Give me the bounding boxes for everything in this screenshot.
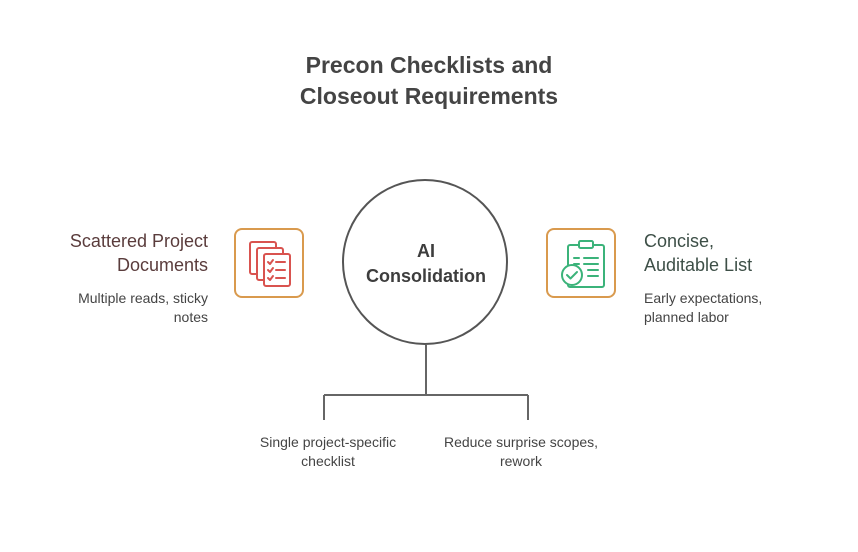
left-desc-line-1: Multiple reads, sticky (78, 290, 208, 306)
title-line-2: Closeout Requirements (299, 83, 559, 109)
outcome-2-line-2: rework (499, 453, 542, 469)
outcome-label-1: Single project-specific checklist (233, 433, 423, 471)
diagram-title: Precon Checklists and Closeout Requireme… (229, 50, 629, 112)
outcome-label-2: Reduce surprise scopes, rework (426, 433, 616, 471)
left-title-line-2: Documents (116, 255, 208, 275)
documents-checklist-icon (249, 241, 291, 287)
outcome-1-line-2: checklist (301, 453, 355, 469)
title-line-1: Precon Checklists and (305, 52, 553, 78)
center-label-line-2: Consolidation (366, 266, 486, 286)
right-desc-line-1: Early expectations, (644, 290, 763, 306)
right-description: Early expectations, planned labor (644, 289, 762, 327)
left-title-line-1: Scattered Project (69, 231, 208, 251)
left-title: Scattered Project Documents (70, 229, 208, 277)
left-icon-box (234, 228, 304, 298)
center-label: AI Consolidation (342, 239, 510, 289)
center-label-line-1: AI (417, 241, 435, 261)
left-desc-line-2: notes (173, 309, 208, 325)
right-title-line-1: Concise, (644, 231, 715, 251)
outcome-2-line-1: Reduce surprise scopes, (443, 434, 599, 450)
clipboard-check-icon (561, 240, 605, 288)
center-circle (342, 179, 508, 345)
right-icon-box (546, 228, 616, 298)
outcome-1-line-1: Single project-specific (259, 434, 397, 450)
right-title-line-2: Auditable List (644, 255, 753, 275)
left-description: Multiple reads, sticky notes (78, 289, 208, 327)
right-desc-line-2: planned labor (644, 309, 729, 325)
right-title: Concise, Auditable List (644, 229, 752, 277)
